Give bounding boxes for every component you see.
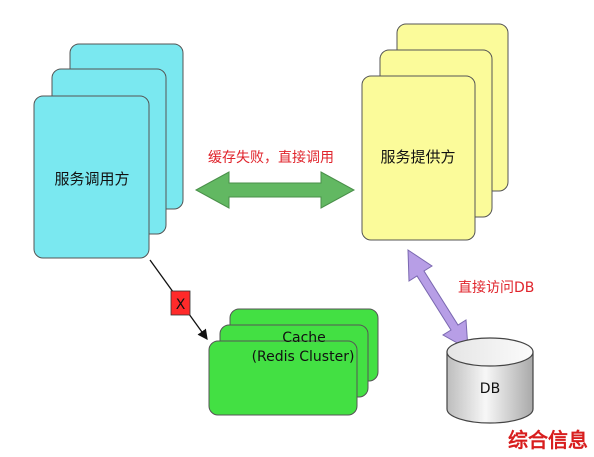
provider-label: 服务提供方 <box>380 148 455 166</box>
cache-stack: Cache (Redis Cluster) <box>208 308 379 416</box>
cache-sublabel: (Redis Cluster) <box>252 349 355 365</box>
consumer-stack: 服务调用方 <box>33 43 184 259</box>
consumer-provider-label: 缓存失败，直接调用 <box>208 149 334 166</box>
provider-stack: 服务提供方 <box>361 23 509 241</box>
consumer-card-front <box>33 95 150 259</box>
double-arrow-icon <box>194 171 356 209</box>
db-label: DB <box>480 381 500 397</box>
cache-card-front <box>208 340 358 416</box>
cache-label: Cache <box>282 330 326 346</box>
consumer-provider-edge: 缓存失败，直接调用 <box>194 149 356 209</box>
provider-db-edge: 直接访问DB <box>407 249 534 350</box>
failure-marker <box>170 290 191 316</box>
watermark-text: 综合信息 <box>508 428 588 452</box>
database-cylinder: DB <box>446 337 534 424</box>
provider-card-front <box>361 75 476 241</box>
provider-db-label: 直接访问DB <box>458 279 534 296</box>
failure-marker-label: X <box>176 297 186 313</box>
db-top <box>446 337 534 367</box>
double-arrow-icon <box>407 249 469 350</box>
consumer-label: 服务调用方 <box>54 170 129 188</box>
consumer-cache-edge: X <box>149 259 208 341</box>
db-body <box>446 351 534 424</box>
